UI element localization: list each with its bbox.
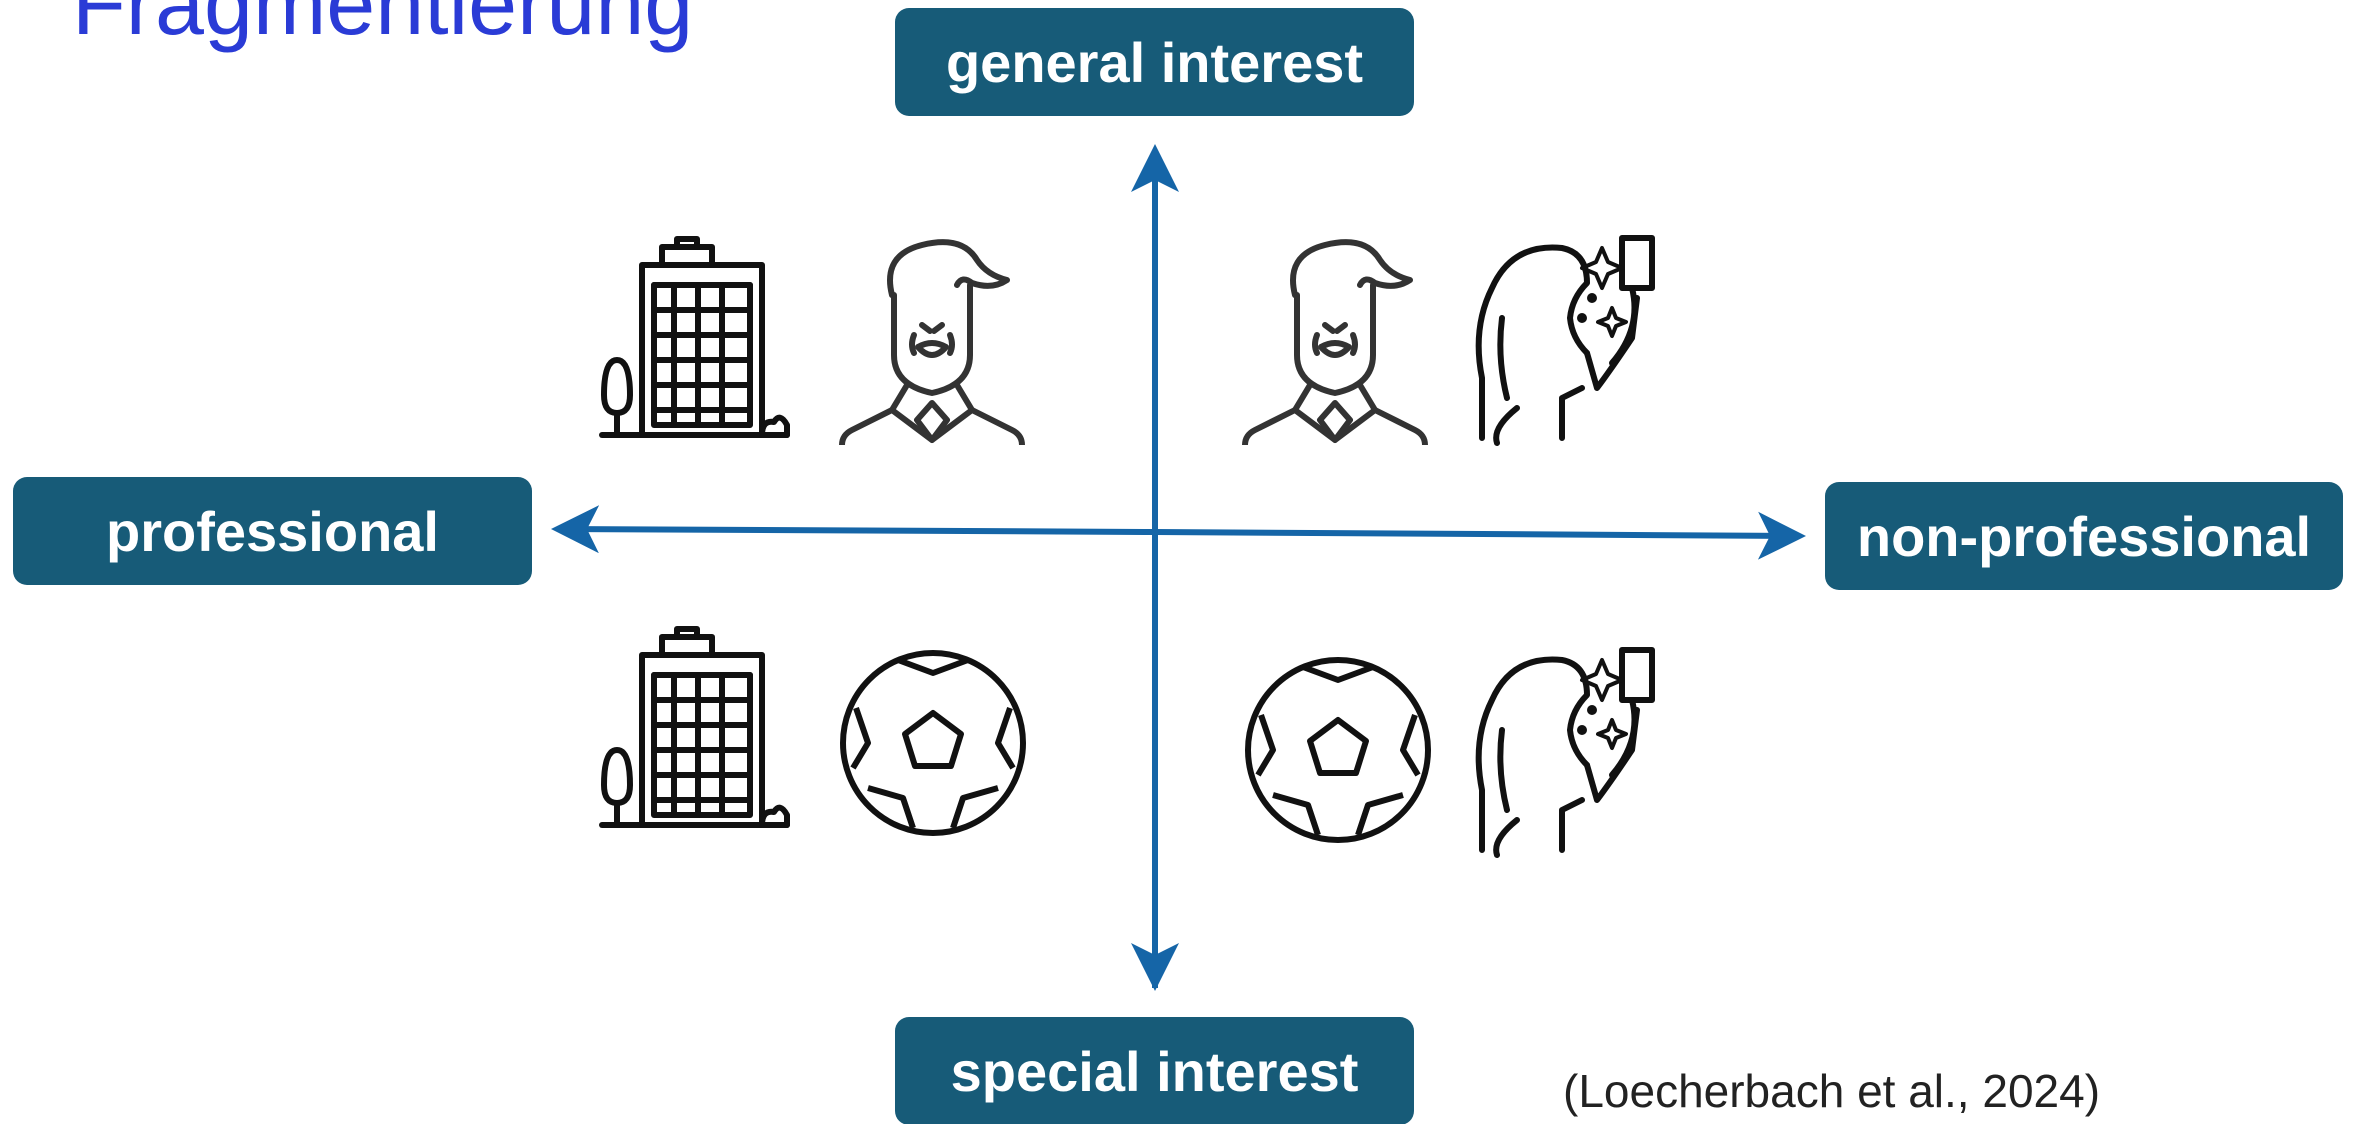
slide-title: Fragmentierung: [72, 0, 694, 53]
soccer-ball-icon: [1243, 655, 1433, 845]
citation: (Loecherbach et al., 2024): [1563, 1065, 2101, 1117]
axis-label-general-interest: general interest: [895, 8, 1414, 116]
influencer-icon: [1462, 640, 1682, 860]
office-building-icon: [582, 235, 792, 445]
politician-icon: [822, 235, 1042, 445]
soccer-ball-icon: [838, 648, 1028, 838]
office-building-icon: [582, 625, 792, 835]
horizontal-axis-right: [1154, 511, 1806, 560]
horizontal-axis-left: [551, 505, 1156, 554]
axis-label-non-professional: non-professional: [1825, 482, 2343, 590]
axis-label-special-interest: special interest: [895, 1017, 1414, 1124]
politician-icon: [1225, 235, 1445, 445]
axis-label-professional: professional: [13, 477, 532, 585]
influencer-icon: [1462, 228, 1682, 448]
